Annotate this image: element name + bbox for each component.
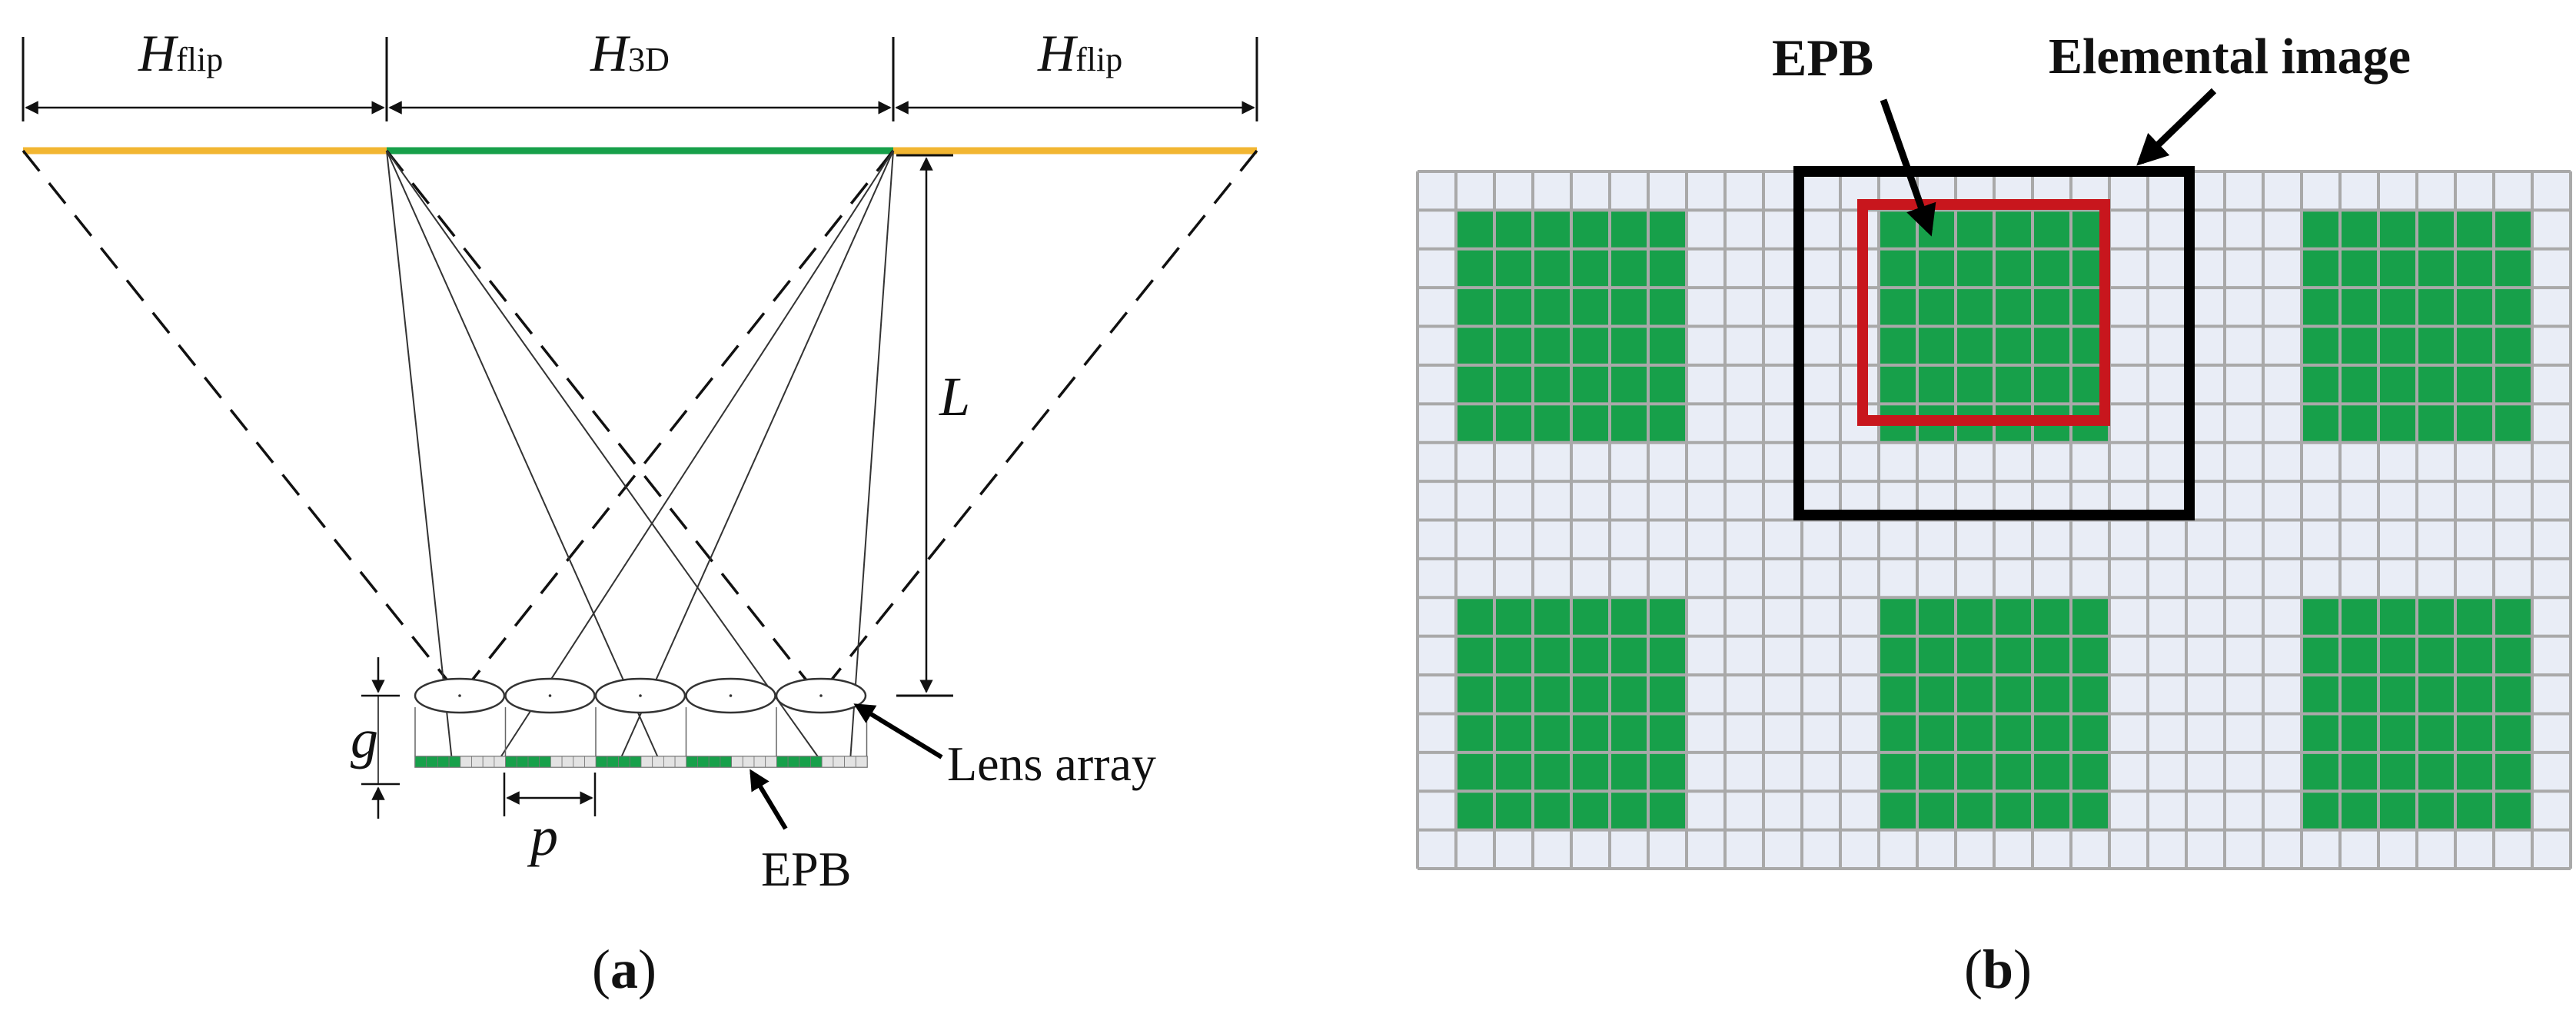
caption-a: (a): [592, 939, 656, 1000]
h-3d-label: H3D: [590, 24, 670, 82]
epb-pixel: [776, 756, 789, 768]
epb-pixel-strip: [414, 707, 868, 768]
lens-array: [414, 677, 867, 714]
pixel: [821, 756, 834, 768]
epb-pixel: [708, 756, 721, 768]
epb-pixel: [799, 756, 811, 768]
epb-pixel: [595, 756, 608, 768]
epb-pixel: [426, 756, 438, 768]
dimension-ticks: [22, 37, 1258, 121]
epb-pixel: [448, 756, 461, 768]
pixel: [731, 756, 743, 768]
epb-pixel: [414, 756, 427, 768]
elemental-image-frame: [1793, 166, 2195, 520]
panel-a-lens-array-diagram: Hflip H3D Hflip: [22, 24, 1258, 1000]
h-flip-left-label: Hflip: [138, 24, 223, 82]
epb-label-b: EPB: [1772, 28, 1873, 87]
epb-pixel: [437, 756, 450, 768]
pixel: [753, 756, 766, 768]
epb-label-a: EPB: [761, 842, 851, 896]
epb-pixel: [686, 756, 698, 768]
epb-pointer-b: [1880, 98, 1936, 237]
pixel: [460, 756, 472, 768]
lens-center-dot: [729, 694, 733, 697]
lens-array-label: Lens array: [947, 736, 1156, 791]
gap-g-label: g: [351, 708, 378, 769]
pixel: [674, 756, 687, 768]
gap-g-dimension: [361, 657, 400, 819]
caption-b: (b): [1964, 939, 2032, 1000]
elemental-image-label: Elemental image: [2049, 28, 2411, 85]
lens-center-dot: [639, 694, 642, 697]
pixel: [584, 756, 597, 768]
pixel: [855, 756, 868, 768]
pixel: [550, 756, 563, 768]
lens-center-dot: [458, 694, 461, 697]
distance-l-label: L: [939, 366, 970, 427]
lens-center-dot: [548, 694, 552, 697]
solid-rays: [386, 150, 894, 762]
epb-pixel: [618, 756, 630, 768]
pixel: [573, 756, 585, 768]
panel-b-elemental-image-grid: EPB Elemental image (b): [1416, 28, 2572, 1000]
dashed-rays: [22, 149, 1258, 697]
pixel: [833, 756, 846, 768]
pixel: [640, 756, 653, 768]
epb-pixel: [516, 756, 529, 768]
elemental-image-pointer: [2136, 88, 2217, 166]
epb-pixel: [629, 756, 642, 768]
distance-l-dimension: [896, 154, 953, 697]
h-flip-right-label: Hflip: [1037, 24, 1122, 82]
epb-pixel: [527, 756, 540, 768]
pixel: [844, 756, 856, 768]
epb-pixel: [697, 756, 710, 768]
epb-pixel: [505, 756, 517, 768]
pixel: [561, 756, 574, 768]
pixel: [765, 756, 777, 768]
lens-array-pointer: [853, 703, 943, 759]
epb-highlight-frame: [1857, 199, 2110, 426]
pitch-p-label: p: [527, 806, 558, 867]
epb-pixel: [539, 756, 551, 768]
pixel: [471, 756, 484, 768]
pitch-p-dimension: [503, 773, 597, 816]
pixel: [663, 756, 676, 768]
epb-pixel: [607, 756, 620, 768]
epb-pixel: [787, 756, 800, 768]
pixel: [652, 756, 664, 768]
lens-center-dot: [819, 694, 823, 697]
pixel: [742, 756, 755, 768]
pixel: [482, 756, 495, 768]
pixel: [494, 756, 507, 768]
epb-pixel: [720, 756, 733, 768]
epb-pixel: [810, 756, 823, 768]
epb-pointer-a: [750, 769, 788, 830]
